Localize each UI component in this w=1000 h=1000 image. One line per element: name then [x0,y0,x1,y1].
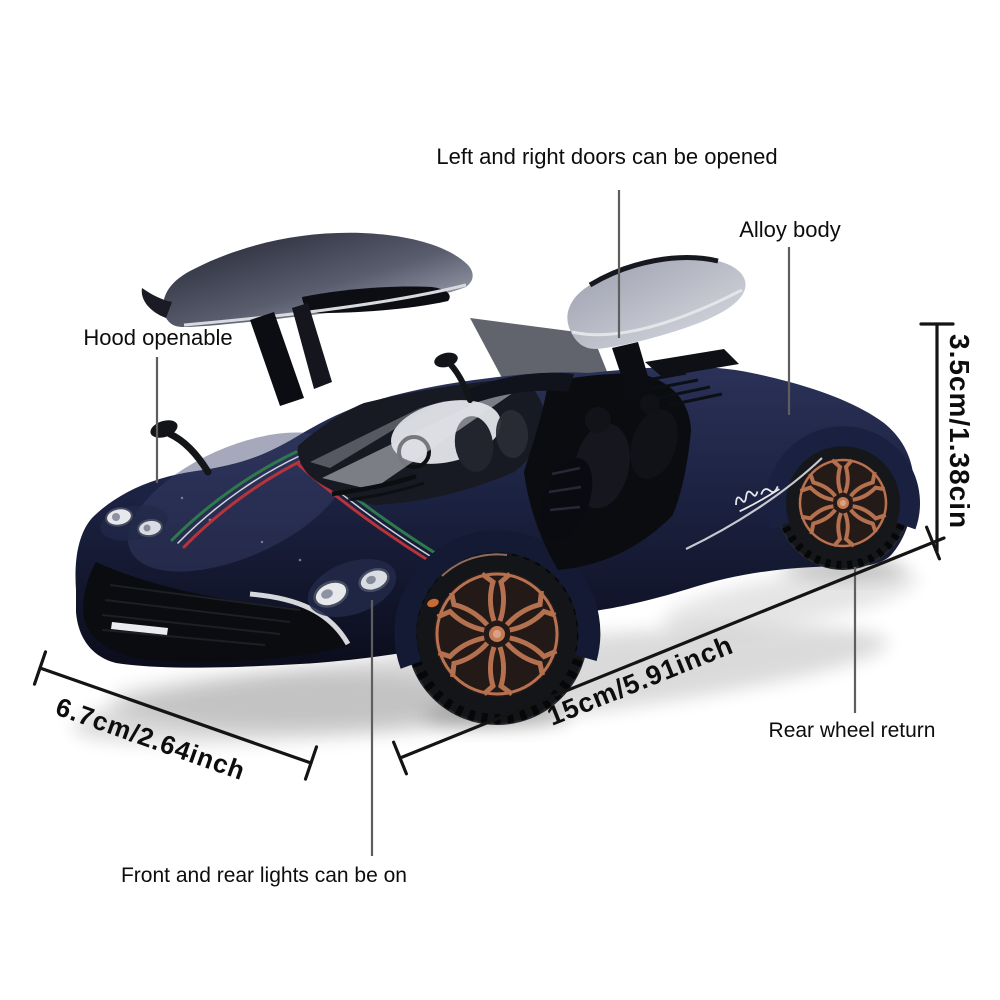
hood-annotation-text: Hood openable [83,325,232,350]
front-fender-lip [394,530,601,669]
windshield [297,378,546,505]
side-intake [539,457,593,543]
height-measurement-text: 3.5cm/1.38cin [944,334,975,529]
rear-wheel [776,436,910,570]
front-splitter [83,562,351,662]
rear-winglet [645,349,739,377]
lights-annotation-text: Front and rear lights can be on [121,864,407,887]
rear-wheel-annotation-text: Rear wheel return [769,719,936,742]
door-hinges [250,303,652,406]
rear-wheel-spokes [799,458,887,548]
doors-annotation-text: Left and right doors can be opened [436,144,777,169]
seat [630,409,678,479]
fender-pinstripe [685,457,823,550]
height-measurement: 3.5cm/1.38cin [919,322,975,553]
alloy-body-annotation-text: Alloy body [739,217,841,242]
headlights [100,505,397,618]
right-mirror [434,352,458,368]
car-body [75,366,914,668]
wiper [331,473,417,497]
front-drl [111,622,168,635]
left-door-open [141,232,473,327]
signature-script [735,486,780,513]
hood [127,432,349,572]
left-door-window [302,286,450,313]
side-marker [427,598,439,608]
model-car [75,232,920,725]
front-wheel-spokes [436,571,558,697]
splitter-trim [249,591,351,646]
